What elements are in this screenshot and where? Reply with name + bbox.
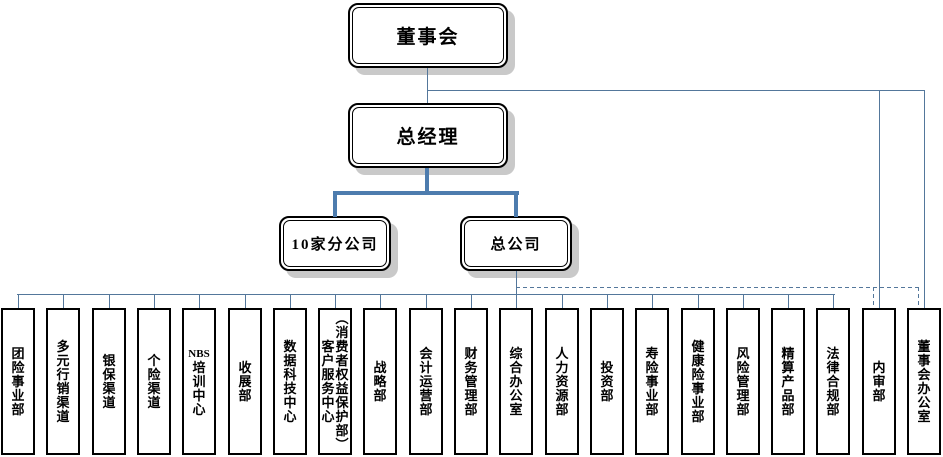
- dept-label: 寿险事业部: [645, 345, 659, 417]
- connector-board-level-right: [427, 90, 924, 91]
- org-box-board: 董事会: [348, 3, 508, 68]
- dept-label: 收展部: [238, 359, 252, 403]
- dept-label: 数据科技中心: [283, 338, 297, 424]
- dept-label: 多元行销渠道: [56, 338, 70, 424]
- dept-box-19: 法律合规部: [816, 308, 850, 455]
- dept-label: 银保渠道: [102, 352, 116, 410]
- head-office-label: 总公司: [490, 237, 542, 253]
- dept-box-8: 客户服务中心︵消费者权益保护部︶: [318, 308, 352, 455]
- dept-drop-line: [788, 294, 789, 308]
- dept-label: 个险渠道: [147, 352, 161, 410]
- dept-drop-line: [426, 294, 427, 308]
- head-office-dashed-drop-line: [873, 287, 874, 308]
- dept-box-9: 战略部: [363, 308, 397, 455]
- dept-box-16: 健康险事业部: [681, 308, 715, 455]
- dept-box-17: 风险管理部: [726, 308, 760, 455]
- dept-label: 财务管理部: [464, 345, 478, 417]
- dashed-bus-line: [516, 287, 919, 288]
- dept-drop-line: [471, 294, 472, 308]
- dept-label: 精算产品部: [781, 345, 795, 417]
- dept-drop-line: [743, 294, 744, 308]
- board-solid-drop-line: [879, 90, 880, 308]
- dept-drop-line: [562, 294, 563, 308]
- dept-drop-line: [109, 294, 110, 308]
- dept-box-4: 个险渠道: [137, 308, 171, 455]
- connector-board-to-gm: [427, 68, 428, 103]
- dept-label: 战略部: [373, 359, 387, 403]
- dept-drop-line: [833, 294, 834, 308]
- dept-drop-line: [607, 294, 608, 308]
- dept-box-21: 董事会办公室: [907, 308, 941, 455]
- general-manager-label: 总经理: [396, 127, 460, 148]
- dept-label: 人力资源部: [555, 345, 569, 417]
- dept-label: 法律合规部: [826, 345, 840, 417]
- dept-label: 团险事业部: [11, 345, 25, 417]
- dept-box-1: 团险事业部: [1, 308, 35, 455]
- org-box-branch-companies: 10家分公司: [279, 216, 391, 271]
- dept-drop-line: [516, 294, 517, 308]
- dept-box-12: 综合办公室: [499, 308, 533, 455]
- dept-label: 风险管理部: [736, 345, 750, 417]
- dept-drop-line: [18, 294, 19, 308]
- bracket-center-drop: [425, 168, 429, 193]
- dept-drop-line: [380, 294, 381, 308]
- board-label: 董事会: [396, 27, 460, 48]
- dept-label: ︵消费者权益保护部︶: [335, 310, 349, 452]
- org-box-head-office: 总公司: [460, 216, 572, 271]
- org-box-general-manager: 总经理: [348, 103, 508, 168]
- dept-box-14: 投资部: [590, 308, 624, 455]
- dept-label: 投资部: [600, 359, 614, 403]
- dept-label: 内审部: [872, 359, 886, 403]
- board-solid-drop-line: [924, 90, 925, 308]
- dept-box-2: 多元行销渠道: [46, 308, 80, 455]
- dept-box-20: 内审部: [862, 308, 896, 455]
- dept-label: 健康险事业部: [691, 338, 705, 424]
- dept-box-13: 人力资源部: [545, 308, 579, 455]
- dept-drop-line: [199, 294, 200, 308]
- dept-drop-line: [652, 294, 653, 308]
- dept-label: 会计运营部: [419, 345, 433, 417]
- dept-drop-line: [335, 294, 336, 308]
- dept-drop-line: [290, 294, 291, 308]
- dept-drop-line: [245, 294, 246, 308]
- head-office-dashed-drop-line: [918, 287, 919, 308]
- dept-box-7: 数据科技中心: [273, 308, 307, 455]
- connector-head-down: [516, 271, 517, 308]
- dept-box-3: 银保渠道: [92, 308, 126, 455]
- dept-box-6: 收展部: [228, 308, 262, 455]
- bracket-drop-branch: [333, 191, 337, 217]
- dept-box-11: 财务管理部: [454, 308, 488, 455]
- dept-box-15: 寿险事业部: [635, 308, 669, 455]
- dept-label: 综合办公室: [509, 345, 523, 417]
- dept-drop-line: [698, 294, 699, 308]
- bracket-horizontal: [333, 191, 519, 195]
- dept-label: 董事会办公室: [917, 338, 931, 424]
- dept-drop-line: [63, 294, 64, 308]
- dept-drop-line: [154, 294, 155, 308]
- bracket-drop-head: [514, 191, 518, 217]
- dept-box-10: 会计运营部: [409, 308, 443, 455]
- branch-companies-label: 10家分公司: [291, 237, 379, 253]
- dept-label: 客户服务中心: [321, 338, 335, 424]
- dept-box-18: 精算产品部: [771, 308, 805, 455]
